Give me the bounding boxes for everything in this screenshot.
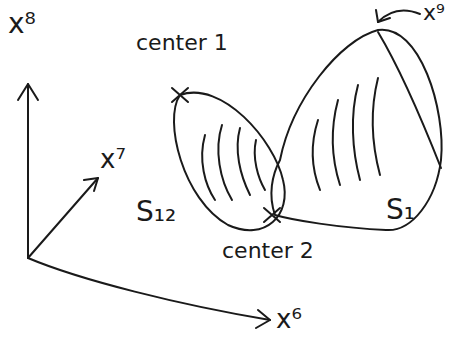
axis-label: x⁶ — [276, 306, 302, 332]
x9-arrowhead — [376, 10, 390, 22]
s12-hatch — [202, 135, 215, 200]
s1-hatch — [313, 120, 320, 190]
axis-label: x⁸ — [8, 10, 36, 38]
x6-arrowhead — [256, 310, 270, 328]
x7-arrowhead — [84, 178, 98, 191]
s1-rim — [378, 32, 441, 168]
surface-label: S₁₂ — [136, 198, 176, 226]
center-label: center 2 — [222, 240, 314, 262]
s1-hatch — [333, 100, 340, 185]
s1-hatch — [353, 85, 360, 180]
surface-label: S₁ — [386, 196, 415, 224]
x8-arrowhead — [18, 84, 38, 100]
center-mark — [264, 208, 280, 222]
axis-label: x⁷ — [100, 146, 126, 172]
center-label: center 1 — [136, 32, 228, 54]
s12-surface — [174, 93, 285, 231]
s1-surface — [271, 30, 441, 230]
s12-hatch — [218, 125, 232, 200]
s12-hatch — [255, 140, 265, 190]
s12-hatch — [238, 128, 250, 195]
x6-axis — [28, 258, 270, 320]
x7-axis — [28, 178, 98, 258]
x8-axis — [27, 84, 29, 258]
s1-hatch — [373, 78, 380, 175]
center-mark — [172, 88, 188, 102]
axis-label: x⁹ — [423, 2, 445, 24]
